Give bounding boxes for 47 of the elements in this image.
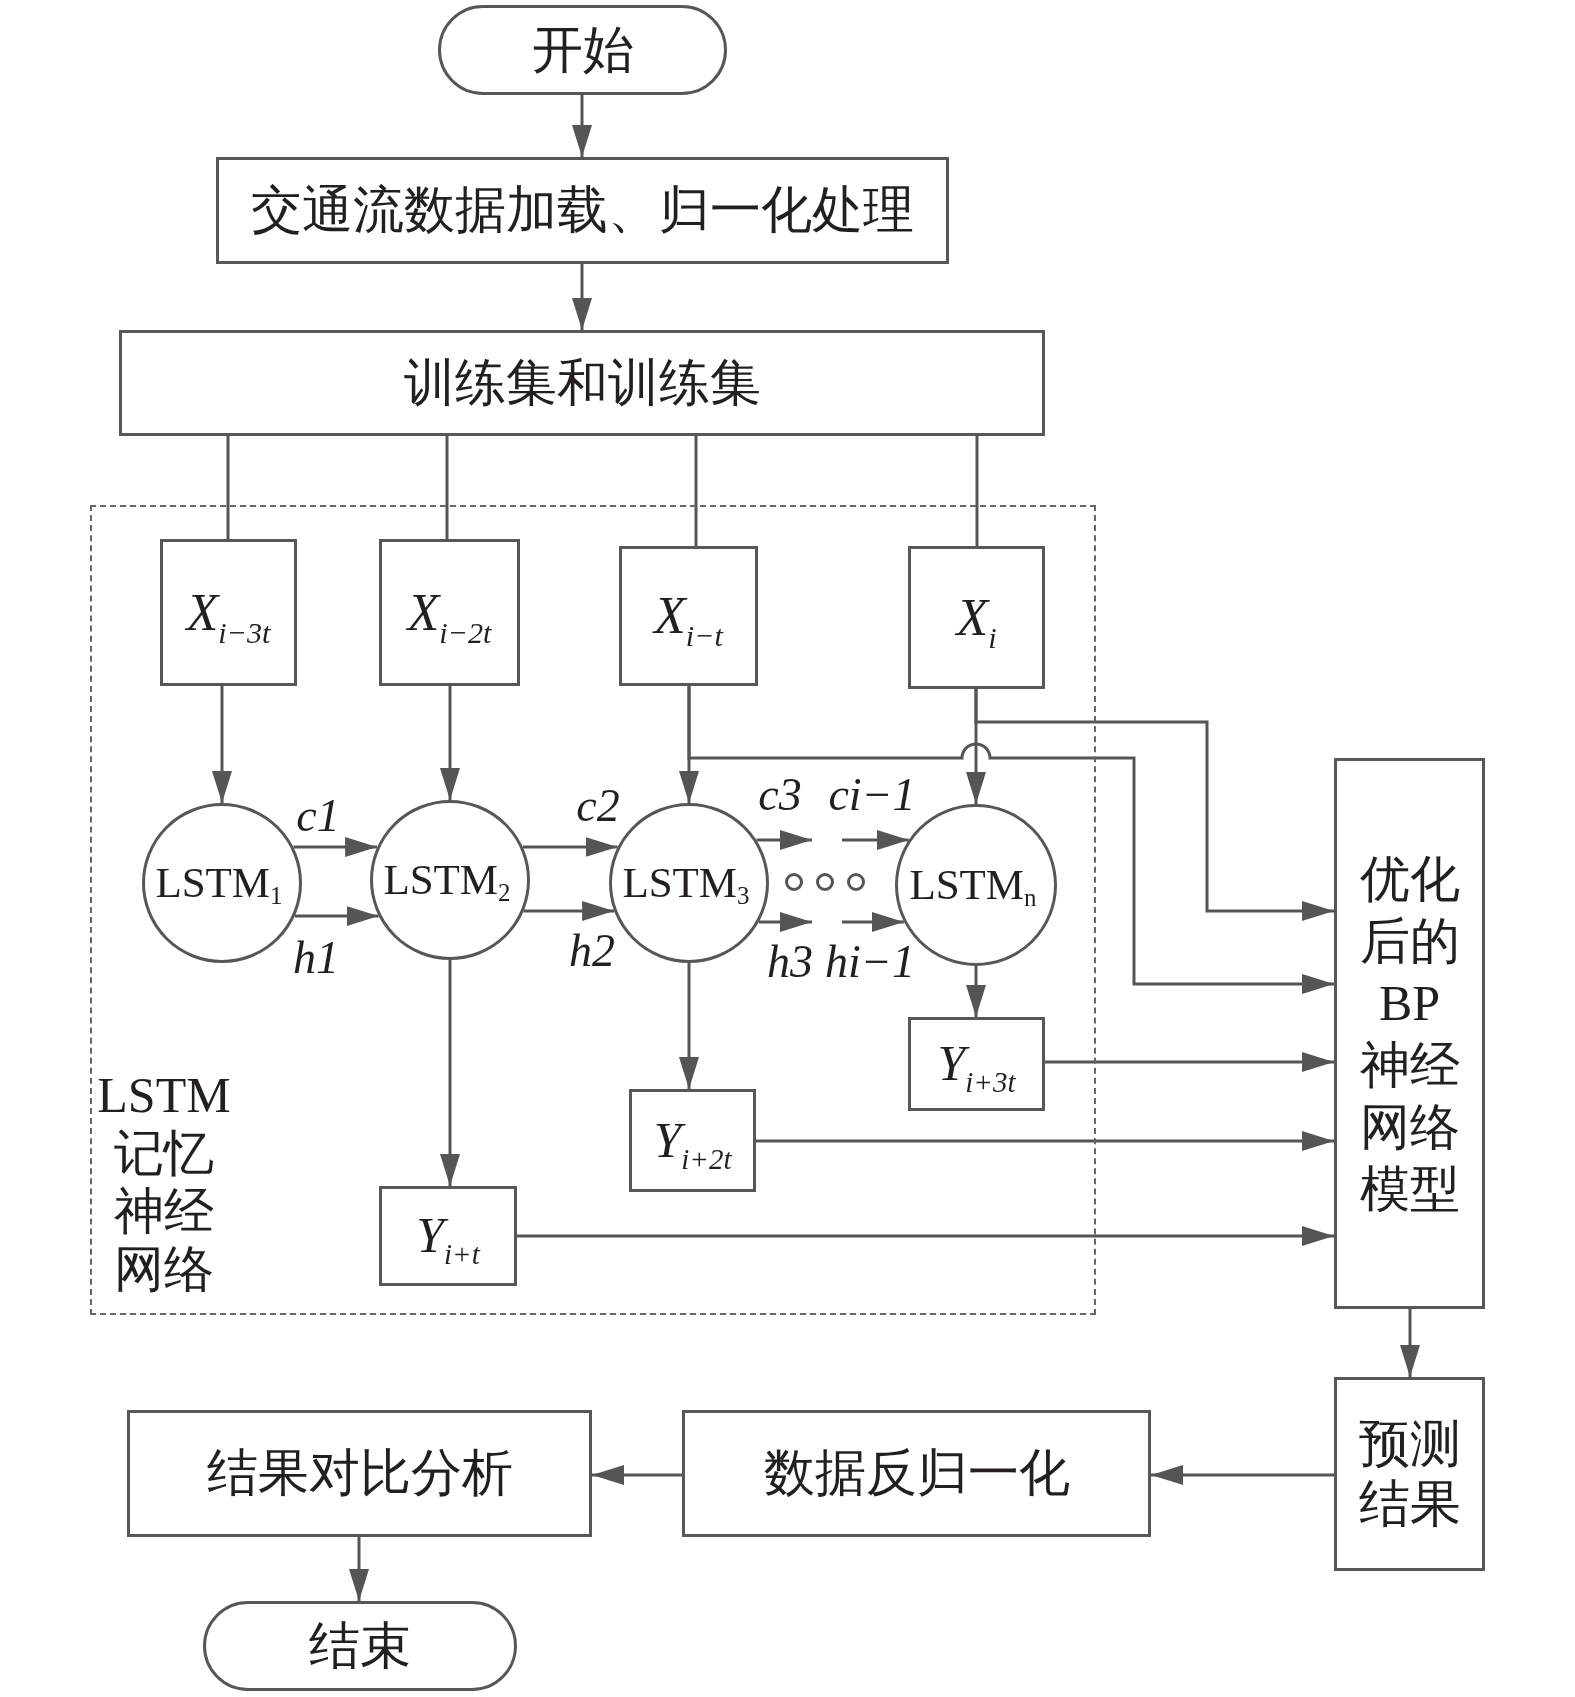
process-box: 数据反归一化 xyxy=(682,1410,1151,1537)
variable-box: X$_{i}$ xyxy=(908,546,1045,689)
arrow xyxy=(1151,1465,1334,1485)
arrow xyxy=(758,912,812,932)
connector-line xyxy=(226,436,230,539)
arrow xyxy=(966,966,986,1017)
edge-label: h3 xyxy=(767,939,813,985)
variable-box: X$_{i−3t}$ xyxy=(160,539,297,686)
arrow xyxy=(517,1226,1334,1246)
group-label: LSTM记忆神经网络 xyxy=(96,1066,232,1298)
arrow xyxy=(974,689,1334,921)
arrow xyxy=(1400,1309,1420,1377)
variable-box: Y$_{i+2t}$ xyxy=(629,1089,756,1192)
group-frame xyxy=(90,505,1096,1315)
process-box: 优化后的BP神经网络模型 xyxy=(1334,758,1485,1309)
terminal-box: 结束 xyxy=(203,1601,517,1691)
connector-line xyxy=(694,436,698,546)
arrow xyxy=(440,960,460,1186)
connector-line xyxy=(975,436,979,546)
arrow xyxy=(592,1465,682,1485)
variable-box: Y$_{i+3t}$ xyxy=(908,1017,1045,1111)
arrow xyxy=(842,912,904,932)
arrow xyxy=(842,830,909,850)
arrow xyxy=(349,1537,369,1601)
arrow xyxy=(687,686,1334,994)
arrow xyxy=(440,686,460,800)
variable-box: X$_{i−t}$ xyxy=(619,546,758,686)
arrow xyxy=(756,830,812,850)
arrow xyxy=(756,1131,1334,1151)
arrow xyxy=(572,264,592,330)
variable-box: Y$_{i+t}$ xyxy=(379,1186,517,1286)
arrow xyxy=(293,837,378,857)
variable-box: X$_{i−2t}$ xyxy=(379,539,520,686)
arrow xyxy=(523,901,615,921)
process-box: 预测结果 xyxy=(1334,1377,1485,1571)
terminal-box: 开始 xyxy=(438,5,727,95)
process-box: 结果对比分析 xyxy=(127,1410,592,1537)
arrow xyxy=(522,837,618,857)
process-box: 交通流数据加载、归一化处理 xyxy=(216,157,949,264)
connector-line xyxy=(445,436,449,539)
arrow xyxy=(294,906,379,926)
arrow xyxy=(679,963,699,1089)
arrow xyxy=(572,95,592,157)
arrow xyxy=(212,686,232,803)
circle-node: LSTM$_{2}$ xyxy=(370,800,530,960)
arrow xyxy=(1045,1052,1334,1072)
process-box: 训练集和训练集 xyxy=(119,330,1045,436)
